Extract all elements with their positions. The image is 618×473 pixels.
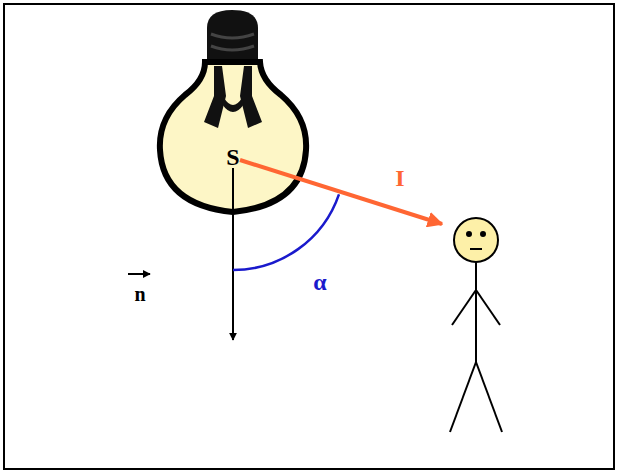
angle-label: α — [313, 270, 326, 294]
angle-arc — [233, 194, 339, 270]
normal-label: n — [134, 284, 145, 304]
stick-figure — [450, 218, 502, 432]
intensity-label: I — [395, 166, 404, 190]
filament — [204, 66, 262, 128]
bulb-cap — [207, 10, 258, 62]
source-label: S — [226, 145, 239, 169]
frame — [4, 4, 614, 469]
normal-vector — [232, 168, 234, 340]
intensity-arrow — [240, 160, 442, 224]
vector-arrow-sign — [128, 273, 150, 275]
